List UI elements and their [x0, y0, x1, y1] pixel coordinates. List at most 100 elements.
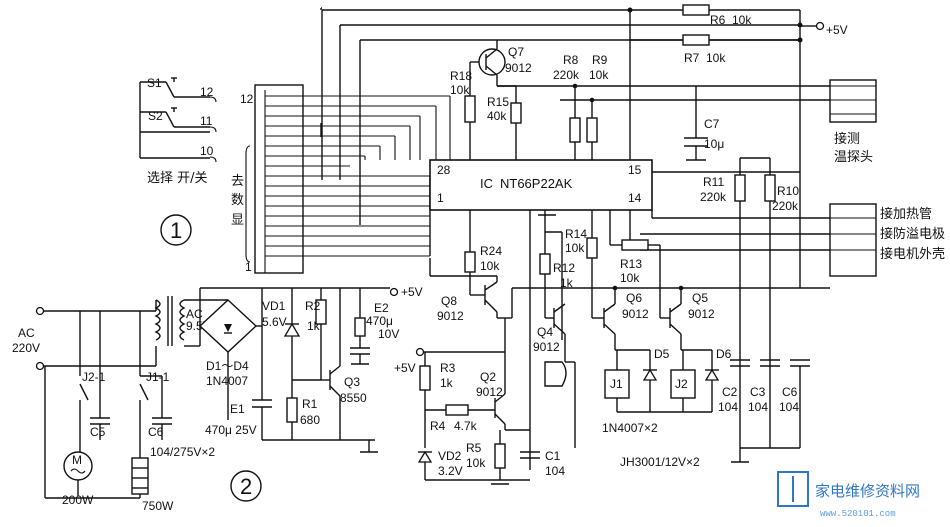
bus-lines — [265, 95, 451, 257]
svg-text:750W: 750W — [142, 499, 174, 513]
svg-text:接防溢电极: 接防溢电极 — [880, 226, 945, 242]
capacitor-c6-left: C6 — [148, 417, 172, 439]
svg-text:C3: C3 — [750, 385, 766, 399]
svg-text:1N4007: 1N4007 — [206, 374, 248, 388]
svg-text:1: 1 — [437, 191, 444, 205]
svg-text:选择 开/关: 选择 开/关 — [147, 171, 208, 186]
relay-contact-j1-1: J1-1 — [139, 370, 170, 420]
diode-d6: D6 — [704, 347, 732, 381]
svg-text:R18: R18 — [450, 69, 472, 83]
ic-nt66p22ak: 28 1 15 14 IC NT66P22AK — [429, 159, 653, 211]
svg-text:C6: C6 — [148, 425, 164, 439]
svg-text:J1: J1 — [610, 377, 623, 391]
svg-text:R12: R12 — [553, 261, 575, 275]
resistor-r4: R4 4.7k — [430, 404, 478, 433]
svg-text:220k: 220k — [700, 190, 727, 204]
relay-j2: J2 — [670, 369, 696, 399]
svg-text:1k: 1k — [307, 319, 321, 333]
watermark: 家电维修资料网 www.520101.com — [777, 471, 920, 519]
top-rails — [320, 7, 825, 288]
svg-text:1: 1 — [170, 218, 182, 243]
svg-text:1k: 1k — [440, 376, 454, 390]
svg-text:28: 28 — [437, 163, 451, 177]
svg-text:10k: 10k — [466, 456, 486, 470]
svg-text:VD1: VD1 — [262, 299, 286, 313]
resistor-r7: R7 10k — [682, 34, 726, 65]
svg-text:Q7: Q7 — [508, 45, 524, 59]
capacitor-c3: C3 104 — [748, 359, 780, 414]
svg-text:10μ: 10μ — [704, 137, 724, 151]
svg-text:R6: R6 — [710, 13, 726, 27]
svg-text:J2-1: J2-1 — [82, 370, 106, 384]
svg-text:R15: R15 — [487, 95, 509, 109]
svg-text:接测: 接测 — [834, 131, 860, 147]
transistor-q4: Q4 9012 — [533, 303, 566, 354]
resistor-r5: R5 10k — [466, 441, 506, 470]
switch-s1: S1 — [147, 76, 177, 98]
svg-text:C6: C6 — [782, 385, 798, 399]
svg-text:15: 15 — [628, 163, 642, 177]
svg-text:R2: R2 — [305, 299, 321, 313]
svg-text:接加热管: 接加热管 — [880, 206, 932, 222]
display-bus — [254, 84, 304, 274]
svg-text:家电维修资料网: 家电维修资料网 — [815, 482, 920, 500]
capacitor-c1: C1 104 — [520, 449, 565, 478]
output-connector — [829, 203, 877, 277]
svg-text:3.2V: 3.2V — [438, 464, 463, 478]
resistor-r2: R2 1k — [305, 299, 327, 333]
svg-text:R8: R8 — [563, 53, 579, 67]
temp-probe-connector — [829, 79, 877, 123]
svg-text:8550: 8550 — [340, 391, 367, 405]
svg-text:10: 10 — [200, 144, 214, 158]
zener-vd1: VD1 5.6V — [262, 299, 301, 337]
transistor-q7: Q7 9012 — [478, 45, 532, 76]
heater: 750W — [131, 457, 174, 513]
svg-text:220k: 220k — [772, 199, 799, 213]
svg-text:E2: E2 — [374, 301, 389, 315]
marker-2: 2 — [230, 470, 262, 502]
svg-text:4.7k: 4.7k — [454, 419, 478, 433]
svg-text:C7: C7 — [704, 117, 720, 131]
resistor-r6: R6 10k — [682, 4, 752, 27]
svg-text:9012: 9012 — [505, 61, 532, 75]
svg-text:10k: 10k — [706, 51, 726, 65]
capacitor-e2: E2 470μ 10V — [350, 301, 399, 355]
svg-text:R5: R5 — [466, 441, 482, 455]
svg-text:Q3: Q3 — [344, 375, 360, 389]
resistor-r15: R15 40k — [487, 95, 522, 124]
diode-d5: D5 — [642, 347, 670, 381]
svg-text:40k: 40k — [487, 109, 507, 123]
svg-text:10k: 10k — [450, 83, 470, 97]
svg-text:11: 11 — [200, 114, 213, 128]
svg-text:R9: R9 — [592, 53, 608, 67]
svg-text:10k: 10k — [620, 271, 640, 285]
svg-text:S2: S2 — [148, 109, 163, 123]
svg-text:D5: D5 — [654, 347, 670, 361]
svg-text:J1-1: J1-1 — [146, 370, 170, 384]
svg-text:D6: D6 — [716, 347, 732, 361]
svg-text:9012: 9012 — [437, 309, 464, 323]
svg-text:AC: AC — [18, 326, 35, 340]
svg-text:R14: R14 — [565, 227, 587, 241]
svg-text:9012: 9012 — [476, 385, 503, 399]
svg-text:1N4007×2: 1N4007×2 — [602, 421, 658, 435]
resistor-r11: R11 220k — [700, 174, 746, 204]
svg-text:R7: R7 — [684, 51, 700, 65]
svg-text:10k: 10k — [589, 68, 609, 82]
svg-text:AC: AC — [186, 307, 203, 321]
transistor-q5: Q5 9012 — [669, 291, 715, 335]
svg-text:NT66P22AK: NT66P22AK — [500, 176, 573, 191]
svg-text:www.520101.com: www.520101.com — [820, 509, 896, 519]
svg-text:104: 104 — [718, 400, 738, 414]
svg-text:10V: 10V — [378, 327, 399, 341]
svg-text:9012: 9012 — [688, 307, 715, 321]
svg-text:5.6V: 5.6V — [262, 315, 287, 329]
svg-text:R24: R24 — [480, 244, 502, 258]
svg-text:9012: 9012 — [533, 340, 560, 354]
svg-text:220V: 220V — [12, 341, 40, 355]
capacitor-c7: C7 10μ — [684, 117, 724, 151]
svg-text:12: 12 — [240, 92, 254, 106]
svg-text:R4: R4 — [430, 419, 446, 433]
